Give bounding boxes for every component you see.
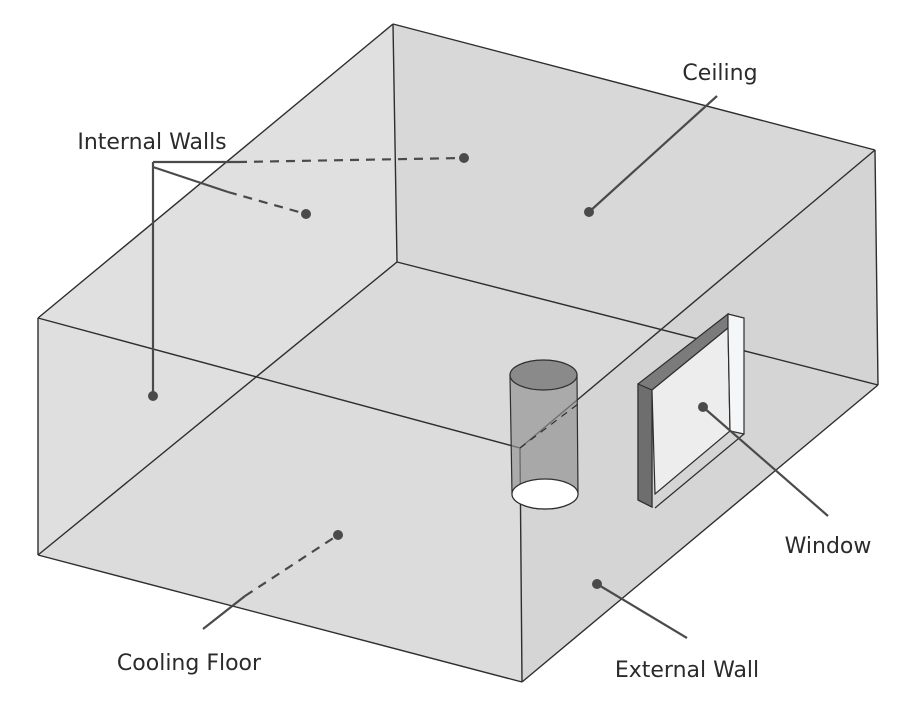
cooling-floor-leader-dashed <box>244 534 339 597</box>
internal-walls-leader-b-dashed <box>227 190 307 216</box>
internal-walls-leader-b <box>152 165 229 194</box>
window-right-reveal <box>727 313 745 435</box>
window-frame-left <box>637 383 653 508</box>
edge-top-left <box>37 23 394 319</box>
ceiling-dot <box>584 207 594 217</box>
edge-floor-right <box>521 384 879 683</box>
edge-top-right <box>519 149 876 449</box>
edge-top-front <box>37 317 521 449</box>
ceiling-label: Ceiling <box>682 61 757 86</box>
internal-wall-left-dot <box>301 209 311 219</box>
labels: Ceiling Internal Walls Window Cooling Fl… <box>77 61 871 683</box>
room-edges <box>37 23 879 683</box>
ceiling-leader <box>588 95 718 213</box>
front-wall-dot <box>148 391 158 401</box>
edge-vertical-back <box>392 23 398 263</box>
window-leader <box>702 406 829 517</box>
cylinder-bottom <box>511 478 579 510</box>
external-wall-leader <box>596 583 688 639</box>
leader-lines <box>151 95 829 639</box>
internal-wall-back-dot <box>459 153 469 163</box>
edge-floor-front <box>37 554 523 683</box>
edge-floor-back <box>396 261 879 386</box>
window-label: Window <box>785 534 872 559</box>
external-wall-label: External Wall <box>615 658 759 683</box>
cylinder-column <box>509 359 579 510</box>
front-left-wall-face <box>38 318 522 682</box>
window-dot <box>698 402 708 412</box>
cooling-floor-dot <box>333 530 343 540</box>
cylinder-top <box>509 359 578 391</box>
window-sill-edge <box>654 433 745 509</box>
leader-dots <box>148 153 708 589</box>
edge-vertical-right <box>874 149 879 386</box>
cooling-floor-label: Cooling Floor <box>117 651 262 676</box>
external-wall-dot <box>592 579 602 589</box>
window-opening <box>637 312 745 509</box>
internal-walls-label: Internal Walls <box>77 130 226 155</box>
cooling-floor-leader-solid <box>202 595 246 630</box>
edge-top-back <box>392 23 876 151</box>
edge-floor-left <box>37 261 398 556</box>
internal-walls-leader-a-dashed <box>237 156 465 164</box>
